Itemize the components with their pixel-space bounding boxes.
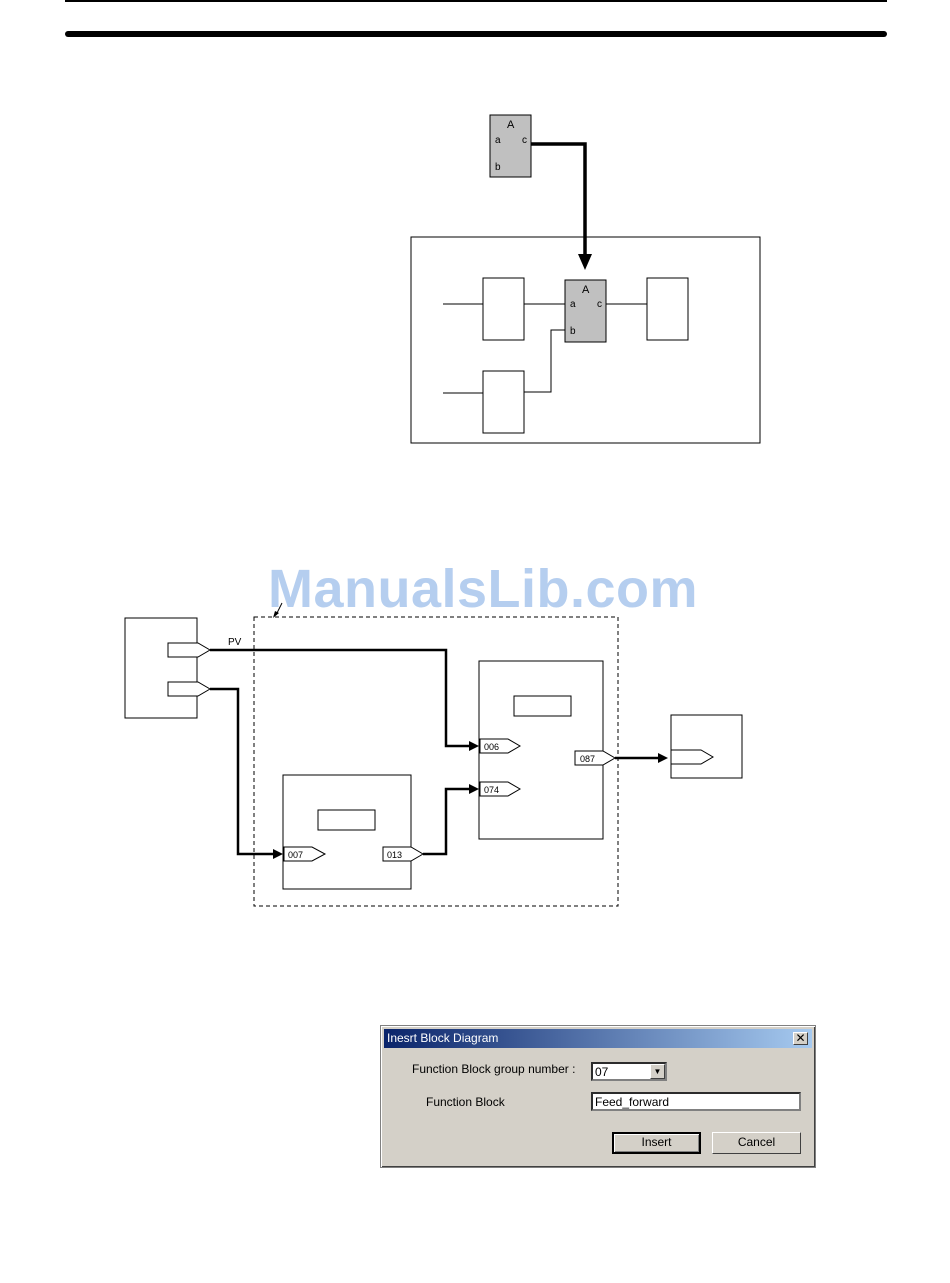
port-007: 007 bbox=[288, 850, 303, 860]
group-number-label: Function Block group number : bbox=[412, 1062, 575, 1076]
function-block-input[interactable] bbox=[591, 1092, 801, 1111]
chevron-down-icon[interactable]: ▼ bbox=[650, 1064, 665, 1079]
dialog-title: Inesrt Block Diagram bbox=[387, 1031, 498, 1045]
output-module bbox=[671, 715, 742, 778]
source-block-a: A a b c bbox=[490, 115, 531, 177]
diagram1-wires bbox=[443, 304, 647, 393]
pv-label: PV bbox=[228, 637, 242, 648]
inserted-block-a: A a b c bbox=[565, 280, 606, 342]
port-006: 006 bbox=[484, 742, 499, 752]
inserted-block-name: A bbox=[582, 284, 590, 296]
diagram-function-block-group: PV 006 074 087 007 013 bbox=[0, 580, 950, 920]
main-block-name-box bbox=[514, 696, 571, 716]
port-013: 013 bbox=[387, 850, 402, 860]
source-port-c: c bbox=[522, 135, 527, 146]
insert-block-dialog: Inesrt Block Diagram ✕ Function Block gr… bbox=[380, 1025, 816, 1168]
sub-block bbox=[283, 775, 411, 889]
source-module bbox=[125, 618, 197, 718]
port-087: 087 bbox=[580, 754, 595, 764]
inserted-port-c: c bbox=[597, 299, 602, 310]
source-port-b: b bbox=[495, 162, 501, 173]
group-number-select[interactable]: 07 ▼ bbox=[591, 1062, 667, 1081]
port-074: 074 bbox=[484, 785, 499, 795]
source-block-name: A bbox=[507, 119, 515, 131]
block-left-top bbox=[483, 278, 524, 340]
sub-block-name-box bbox=[318, 810, 375, 830]
inserted-port-b: b bbox=[570, 326, 576, 337]
cancel-button[interactable]: Cancel bbox=[712, 1132, 801, 1154]
source-output-tag-1 bbox=[168, 643, 210, 657]
diagram-insert-block: A a b c A a b c bbox=[0, 0, 950, 460]
block-right bbox=[647, 278, 688, 340]
inserted-port-a: a bbox=[570, 299, 576, 310]
close-button[interactable]: ✕ bbox=[793, 1032, 808, 1045]
function-block-label: Function Block bbox=[426, 1095, 505, 1109]
insert-arrow-head bbox=[578, 254, 592, 270]
block-left-bottom bbox=[483, 371, 524, 433]
source-output-tag-2 bbox=[168, 682, 210, 696]
group-number-value: 07 bbox=[595, 1065, 608, 1079]
insert-arrow bbox=[531, 144, 585, 264]
source-port-a: a bbox=[495, 135, 501, 146]
insert-button[interactable]: Insert bbox=[612, 1132, 701, 1154]
dialog-titlebar[interactable]: Inesrt Block Diagram ✕ bbox=[384, 1029, 812, 1048]
